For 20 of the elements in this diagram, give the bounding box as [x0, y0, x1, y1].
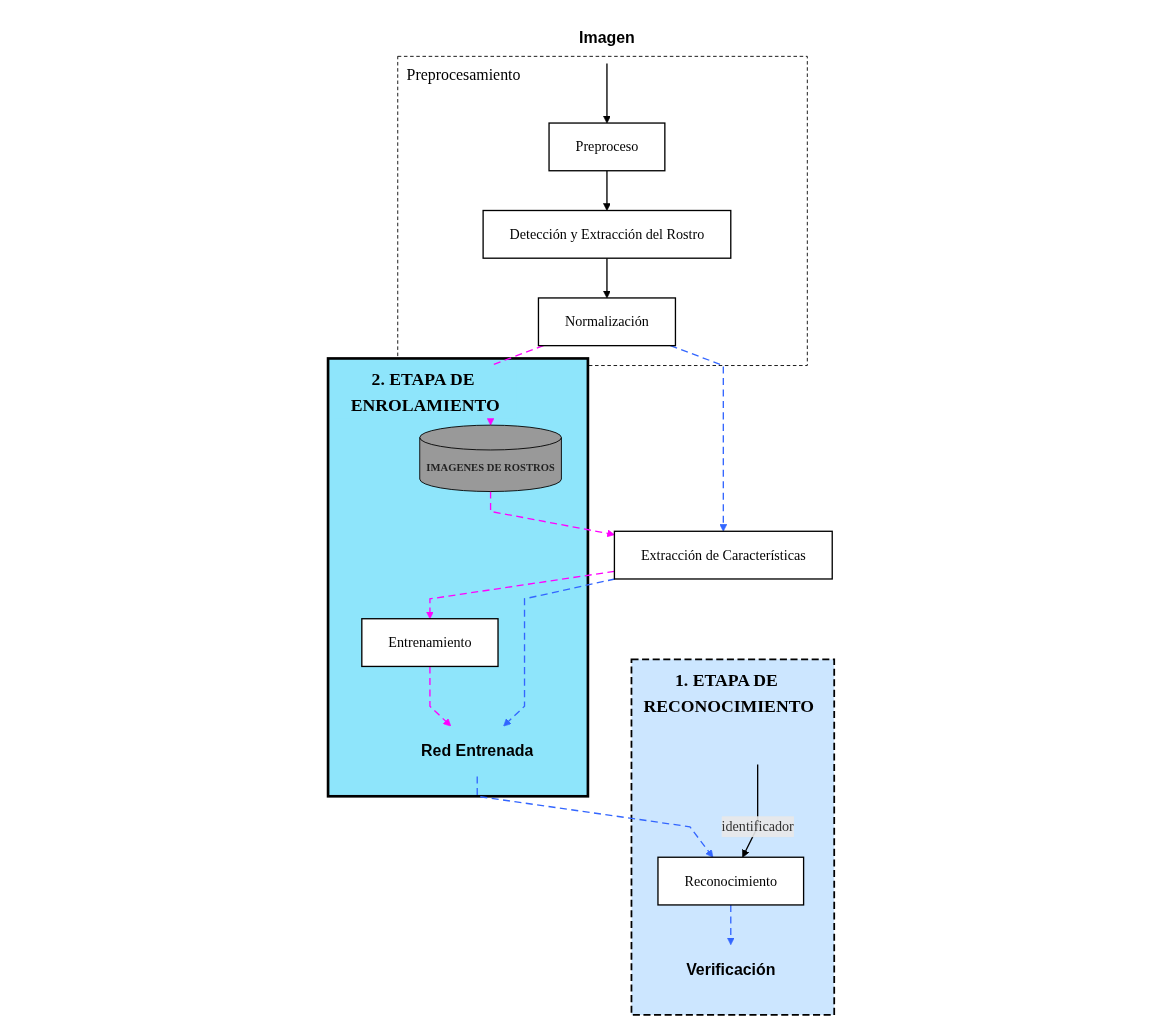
node-box: Entrenamiento: [361, 618, 499, 668]
arrow: [602, 257, 611, 299]
arrow: [669, 345, 728, 532]
node-text: Red Entrenada: [420, 741, 534, 760]
arrow: [602, 62, 611, 124]
edge-label: identificador: [721, 818, 794, 834]
node-box: Extracción de Características: [613, 530, 833, 580]
node-text: Verificación: [686, 960, 776, 979]
arrow: [425, 570, 615, 620]
node-box: Preproceso: [548, 122, 666, 172]
arrow: [489, 490, 615, 538]
arrow: [503, 578, 616, 727]
arrow: [476, 775, 714, 858]
node-box: Normalización: [537, 297, 676, 347]
arrow: [602, 170, 611, 211]
arrow: [429, 665, 451, 727]
node-box: Detección y Extracción del Rostro: [482, 209, 732, 259]
node-box: Reconocimiento: [657, 856, 805, 906]
node-text: Imagen: [578, 28, 635, 47]
arrow: [726, 904, 735, 946]
